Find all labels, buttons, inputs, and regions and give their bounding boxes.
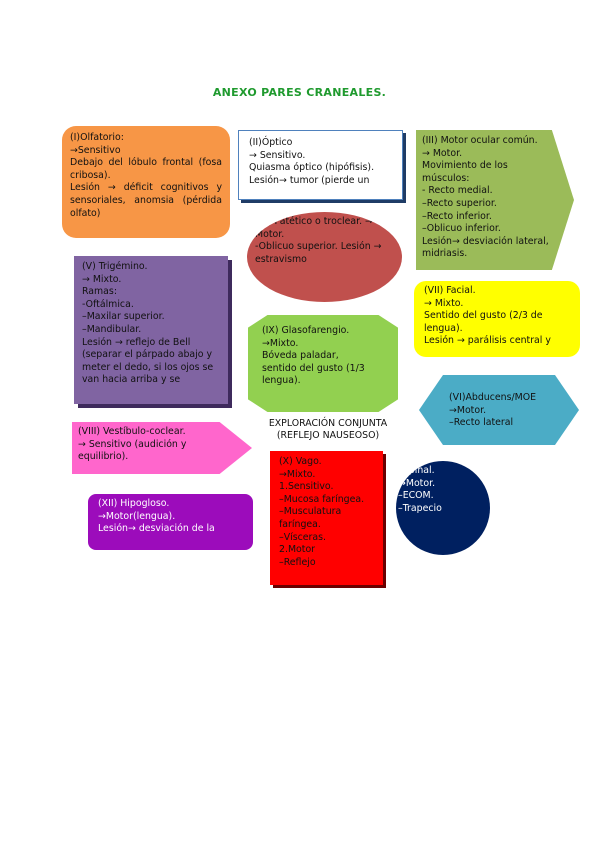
nervio-facial-text: (VII) Facial. → Mixto. Sentido del gusto… [424, 285, 551, 347]
nervio-patetico-ellipse: (IV) Patético o troclear. → Motor. -Obli… [247, 212, 402, 302]
nervio-optico-box: (II)Óptico → Sensitivo. Quiasma óptico (… [238, 130, 403, 200]
nervio-trigemino-box: (V) Trigémino. → Mixto. Ramas: -Oftálmic… [74, 256, 228, 404]
nervio-espinal-circle: Espinal. →Motor. –ECOM. –Trapecio [396, 461, 490, 555]
nervio-vago-box: (X) Vago. →Mixto. 1.Sensitivo. –Mucosa f… [270, 451, 383, 585]
page-title: ANEXO PARES CRANEALES. [212, 86, 387, 99]
nervio-facial-box: (VII) Facial. → Mixto. Sentido del gusto… [414, 281, 580, 357]
nervio-espinal-text: Espinal. →Motor. –ECOM. –Trapecio [398, 465, 442, 514]
nervio-glosofaringeo-text: (IX) Glasofarengio. →Mixto. Bóveda palad… [262, 325, 365, 387]
nervio-trigemino-text: (V) Trigémino. → Mixto. Ramas: -Oftálmic… [82, 261, 214, 386]
exploracion-conjunta-label: EXPLORACIÓN CONJUNTA (REFLEJO NAUSEOSO) [268, 418, 388, 442]
nervio-hipogloso-box: (XII) Hipogloso. →Motor(lengua). Lesión→… [88, 494, 253, 550]
nervio-vestibulo-coclear-arrow: (VIII) Vestíbulo-coclear. → Sensitivo (a… [72, 422, 252, 474]
nervio-motor-ocular-comun-text: (III) Motor ocular común. → Motor. Movim… [422, 135, 549, 260]
nervio-olfatorio-box: (I)Olfatorio: →Sensitivo Debajo del lóbu… [62, 126, 230, 238]
nervio-hipogloso-text: (XII) Hipogloso. →Motor(lengua). Lesión→… [98, 498, 215, 535]
nervio-vago-text: (X) Vago. →Mixto. 1.Sensitivo. –Mucosa f… [279, 456, 365, 568]
nervio-optico-text: (II)Óptico → Sensitivo. Quiasma óptico (… [249, 137, 375, 186]
nervio-motor-ocular-comun-arrow: (III) Motor ocular común. → Motor. Movim… [416, 130, 574, 270]
nervio-vestibulo-coclear-text: (VIII) Vestíbulo-coclear. → Sensitivo (a… [78, 426, 187, 463]
nervio-patetico-text: (IV) Patético o troclear. → Motor. -Obli… [255, 216, 382, 265]
nervio-glosofaringeo-octagon: (IX) Glasofarengio. →Mixto. Bóveda palad… [248, 315, 398, 412]
nervio-abducens-text: (VI)Abducens/MOE →Motor. –Recto lateral [449, 392, 537, 429]
nervio-abducens-hexagon: (VI)Abducens/MOE →Motor. –Recto lateral [419, 375, 579, 445]
nervio-olfatorio-text: (I)Olfatorio: →Sensitivo Debajo del lóbu… [70, 132, 222, 219]
